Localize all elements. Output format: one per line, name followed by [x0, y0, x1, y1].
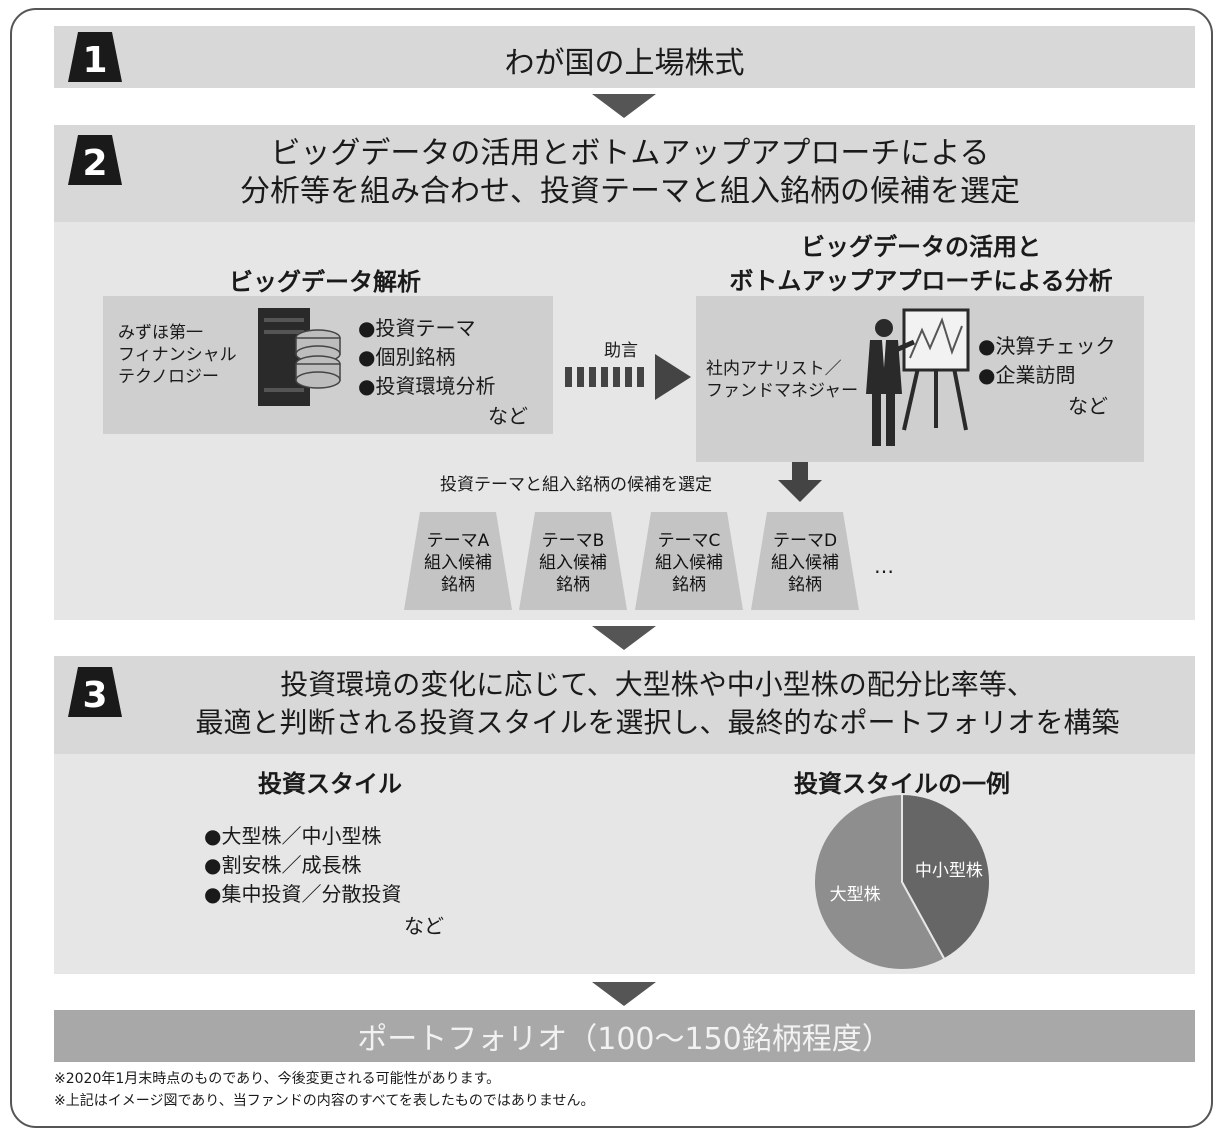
bigdata-org: みずほ第一 フィナンシャル テクノロジー	[118, 322, 258, 388]
select-arrow-icon	[778, 462, 822, 502]
portfolio-label: ポートフォリオ（100〜150銘柄程度）	[357, 1022, 892, 1057]
step2-bar	[54, 125, 1195, 222]
theme-label: 銘柄	[556, 575, 590, 595]
theme-card-shape	[519, 512, 627, 610]
pie-label-0: 中小型株	[915, 861, 983, 881]
pie-slice-0	[901, 792, 991, 961]
step1-number-badge: 1	[68, 32, 122, 82]
select-label: 投資テーマと組入銘柄の候補を選定	[440, 475, 712, 495]
style-etc: など	[404, 914, 444, 938]
themes-ellipsis: …	[874, 554, 894, 578]
bottomup-heading: ビッグデータの活用と ボトムアップアプローチによる分析	[696, 230, 1146, 298]
bigdata-heading: ビッグデータ解析	[229, 268, 421, 296]
pie-label-1: 大型株	[830, 885, 881, 905]
arrow-down-1	[592, 94, 656, 118]
bottomup-people: 社内アナリスト／ ファンドマネジャー	[706, 358, 866, 402]
step1-number: 1	[82, 40, 107, 81]
bottomup-people-line2: ファンドマネジャー	[706, 381, 859, 401]
theme-label: 銘柄	[788, 575, 822, 595]
bottomup-etc: など	[1068, 394, 1108, 418]
step3-title-line2: 最適と判断される投資スタイルを選択し、最終的なポートフォリオを構築	[195, 706, 1120, 739]
bigdata-org-line3: テクノロジー	[118, 367, 219, 387]
step1-title: わが国の上場株式	[504, 46, 745, 81]
theme-label: テーマD	[772, 531, 838, 551]
bottomup-item: ●企業訪問	[978, 363, 1076, 387]
theme-label: 銘柄	[672, 575, 706, 595]
bottomup-heading-line1: ビッグデータの活用と	[801, 233, 1041, 261]
bigdata-etc: など	[488, 404, 528, 428]
theme-label: テーマC	[657, 531, 721, 551]
step3-title-line1: 投資環境の変化に応じて、大型株や中小型株の配分比率等、	[280, 668, 1035, 701]
step2-title-line2: 分析等を組み合わせ、投資テーマと組入銘柄の候補を選定	[240, 174, 1020, 209]
server-database-icon	[258, 308, 341, 406]
bottomup-items: ●決算チェック ●企業訪問	[978, 332, 1138, 390]
style-item: ●集中投資／分散投資	[204, 882, 402, 906]
style-items: ●大型株／中小型株 ●割安株／成長株 ●集中投資／分散投資	[204, 822, 464, 909]
step1-bar	[54, 26, 1195, 88]
footnote: ※上記はイメージ図であり、当ファンドの内容のすべてを表したものではありません。	[54, 1093, 595, 1109]
style-item: ●大型株／中小型株	[204, 824, 382, 848]
theme-label: テーマA	[426, 531, 490, 551]
bigdata-item: ●投資テーマ	[358, 316, 476, 340]
step2-number: 2	[82, 143, 107, 184]
presenter-icon	[866, 308, 970, 446]
bigdata-item: ●投資環境分析	[358, 374, 496, 398]
arrow-down-2	[592, 626, 656, 650]
theme-label: 組入候補	[655, 553, 723, 573]
step2-title-line1: ビッグデータの活用とボトムアップアプローチによる	[270, 136, 990, 171]
bigdata-item: ●個別銘柄	[358, 345, 456, 369]
bottomup-item: ●決算チェック	[978, 334, 1116, 358]
theme-card-shape	[635, 512, 743, 610]
pie-slice-1	[813, 792, 946, 971]
theme-card-shape	[751, 512, 859, 610]
step2-title: ビッグデータの活用とボトムアップアプローチによる 分析等を組み合わせ、投資テーマ…	[130, 135, 1130, 211]
bigdata-org-line2: フィナンシャル	[118, 345, 237, 365]
theme-label: 組入候補	[771, 553, 839, 573]
theme-label: 組入候補	[539, 553, 607, 573]
bigdata-org-line1: みずほ第一	[118, 323, 203, 343]
theme-label: 銘柄	[441, 575, 475, 595]
portfolio-bar	[54, 1010, 1195, 1062]
bigdata-items: ●投資テーマ ●個別銘柄 ●投資環境分析	[358, 314, 548, 401]
step2-number-badge: 2	[68, 135, 122, 185]
theme-card-shape	[404, 512, 512, 610]
theme-label: テーマB	[541, 531, 605, 551]
footnotes: ※2020年1月末時点のものであり、今後変更される可能性があります。 ※上記はイ…	[54, 1068, 1154, 1112]
step3-number: 3	[82, 675, 107, 716]
step3-number-badge: 3	[68, 667, 122, 717]
style-item: ●割安株／成長株	[204, 853, 362, 877]
style-heading: 投資スタイル	[258, 770, 402, 798]
bottomup-heading-line2: ボトムアップアプローチによる分析	[729, 267, 1113, 295]
advice-arrow-icon	[565, 354, 691, 400]
arrow-down-3	[592, 982, 656, 1006]
step3-title: 投資環境の変化に応じて、大型株や中小型株の配分比率等、 最適と判断される投資スタ…	[120, 666, 1195, 742]
footnote: ※2020年1月末時点のものであり、今後変更される可能性があります。	[54, 1071, 501, 1087]
step3-bar	[54, 656, 1195, 754]
theme-label: 組入候補	[424, 553, 492, 573]
advice-label: 助言	[604, 341, 638, 361]
step3-panel	[54, 754, 1195, 974]
bottomup-people-line1: 社内アナリスト／	[706, 359, 842, 379]
